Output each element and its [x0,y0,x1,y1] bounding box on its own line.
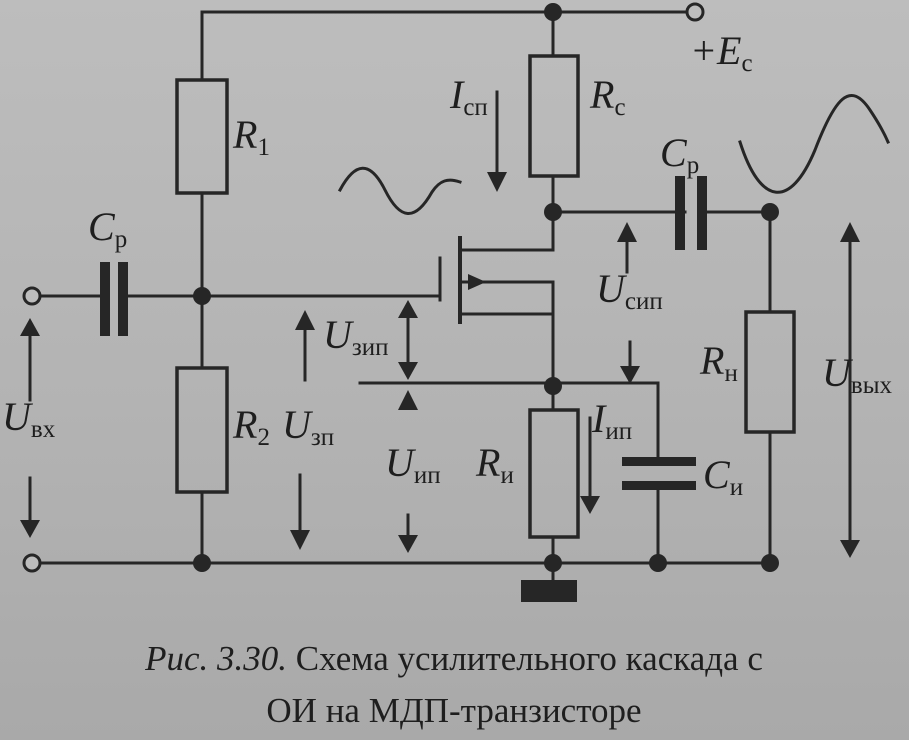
resistor-r2 [175,366,229,494]
label-ri-main: R [475,440,500,485]
label-usip-sub: сип [625,288,663,315]
label-usip-main: U [596,266,628,311]
label-uvyh: Uвых [822,350,892,399]
resistor-ri [528,408,580,539]
label-ri-sub: и [500,462,513,489]
label-uip-main: U [385,440,417,485]
mosfet-transistor [438,236,486,324]
label-cp-in-sub: р [115,226,128,253]
label-uip-sub: ип [414,462,441,489]
label-r1-sub: 1 [257,134,270,161]
label-rc-main: R [589,72,614,117]
label-r2: R2 [232,402,270,451]
label-r2-sub: 2 [257,424,270,451]
arrows [20,90,860,558]
label-r1-main: R [232,112,257,157]
ground-symbol [521,580,577,602]
label-r2-main: R [232,402,257,447]
label-uzip: Uзип [323,312,389,361]
label-uip: Uип [385,440,441,489]
label-isp: Iсп [449,72,488,121]
label-iip-main: I [591,396,607,441]
label-uzp: Uзп [282,402,334,451]
label-ri: Rи [475,440,514,489]
label-cp-out: Cр [660,130,699,179]
label-uzip-main: U [323,312,355,357]
label-rc: Rc [589,72,626,121]
caption-line-2: ОИ на МДП-транзисторе [266,691,641,730]
capacitor-cp-input [100,262,128,336]
resistor-r1 [175,78,229,195]
label-ci-sub: и [730,474,743,501]
label-cp-out-main: C [660,130,688,175]
input-waveform [337,166,462,215]
caption-text-1: Схема усилительного каскада с [296,639,763,678]
label-r1: R1 [232,112,270,161]
label-cp-in: Cр [88,204,127,253]
label-cp-in-main: C [88,204,116,249]
label-usip: Uсип [596,266,663,315]
caption-line-1: Рис. 3.30. Схема усилительного каскада с [144,639,763,678]
terminals [22,2,705,573]
label-rn: Rн [699,338,738,387]
label-iip-sub: ип [605,418,632,445]
capacitor-ci [622,457,696,490]
resistor-rc [528,54,580,178]
label-uvh-main: U [2,394,34,439]
label-uvyh-sub: вых [851,372,893,399]
label-ec-main: +E [690,28,741,73]
label-isp-main: I [449,72,465,117]
resistor-rn [744,310,796,434]
label-ci-main: C [703,452,731,497]
output-waveform [738,94,890,194]
label-uzp-main: U [282,402,314,447]
label-uzp-sub: зп [311,424,334,451]
label-ci: Cи [703,452,743,501]
label-iip: Iип [591,396,632,445]
label-uzip-sub: зип [352,334,389,361]
label-cp-out-sub: р [687,152,700,179]
label-uvyh-main: U [822,350,854,395]
label-uvh: Uвх [2,394,56,443]
label-rc-sub: c [614,94,625,121]
label-uvh-sub: вх [31,416,56,443]
capacitor-cp-output [675,176,707,250]
label-rn-main: R [699,338,724,383]
label-ec: +Ec [690,28,753,77]
junctions [193,3,779,572]
label-isp-sub: сп [463,94,487,121]
label-rn-sub: н [724,360,737,387]
caption-figure-number: Рис. 3.30. [144,639,296,678]
label-ec-sub: c [741,50,752,77]
